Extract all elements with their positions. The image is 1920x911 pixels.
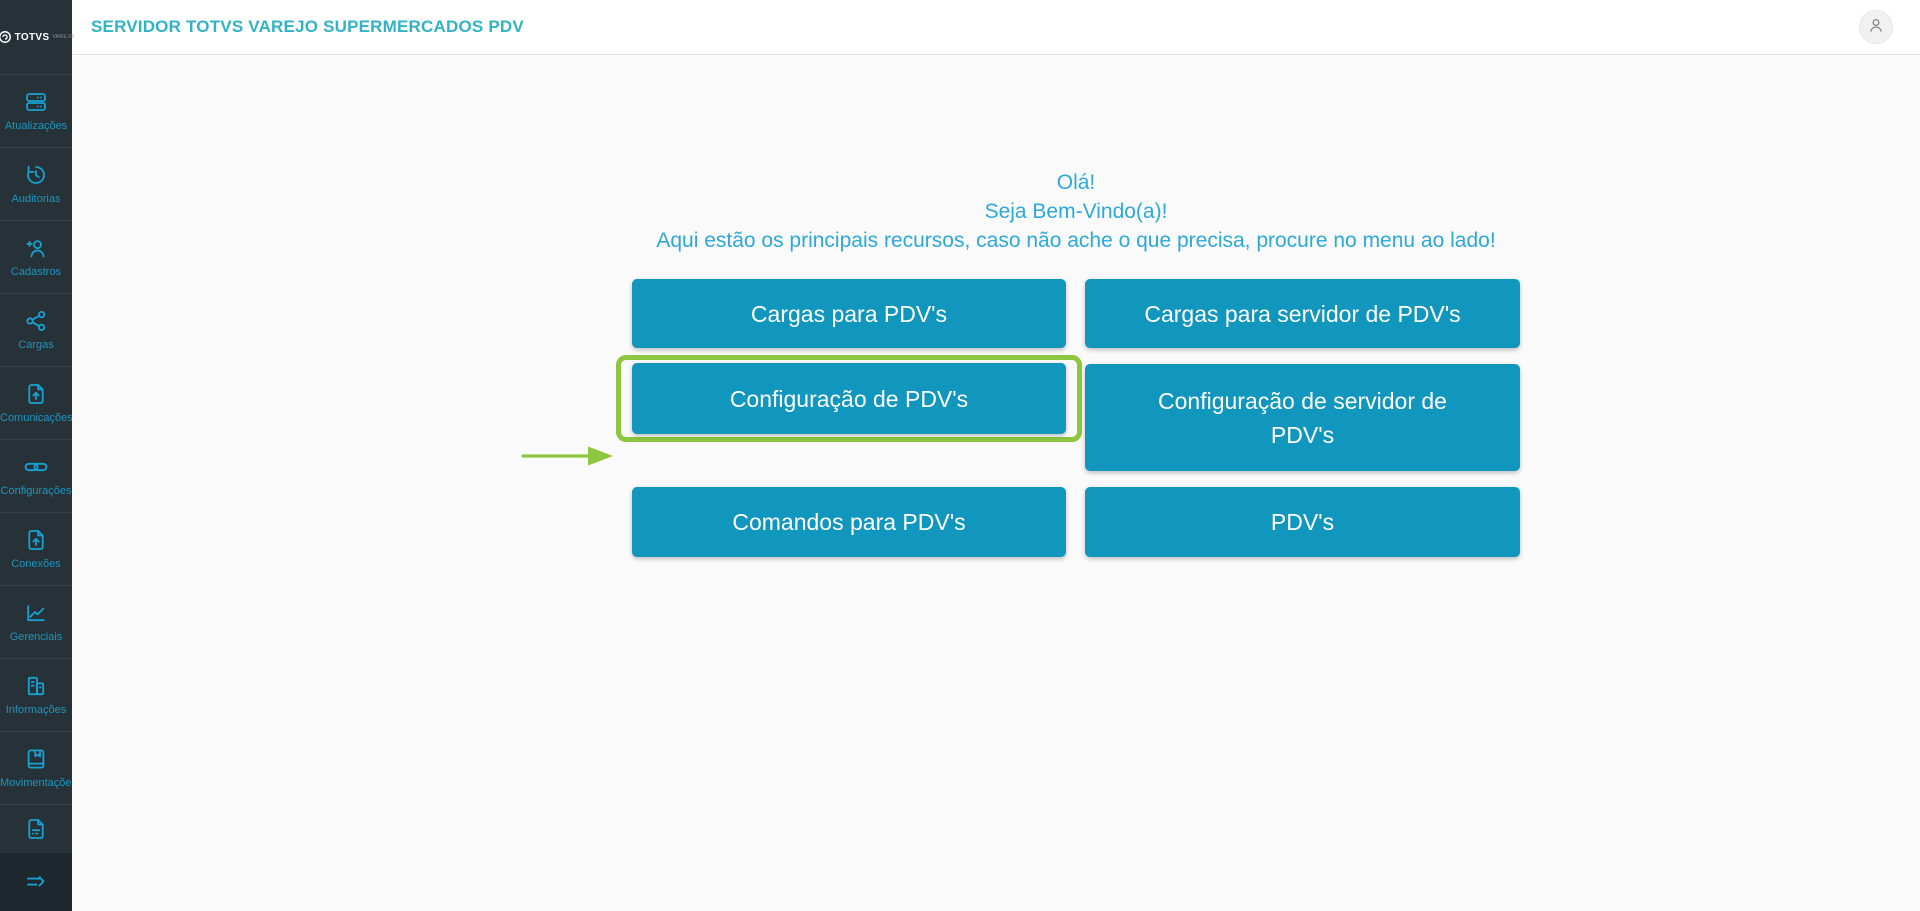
welcome-line-3: Aqui estão os principais recursos, caso … [656,229,1496,252]
totvs-logo-icon [0,30,12,44]
expand-menu-icon [23,870,49,894]
user-menu-button[interactable] [1859,10,1893,44]
building-icon [24,674,48,698]
sidebar-item-label: Comunicações [0,412,72,424]
highlight-frame: Configuração de PDV's [616,355,1082,442]
file-upload-icon [24,528,48,552]
sidebar-item-label: Gerenciais [9,631,63,643]
sidebar-item-informacoes[interactable]: Informações [0,659,72,732]
sidebar-item-movimentacoes[interactable]: Movimentações [0,732,72,805]
sidebar-item-comunicacoes[interactable]: Comunicações [0,367,72,440]
sidebar-expand-toggle[interactable] [0,853,72,911]
sidebar-item-configuracoes[interactable]: Configurações [0,440,72,513]
link-icon [23,455,49,479]
sidebar-item-label: Movimentações [0,777,72,789]
sidebar-item-label: Conexões [11,558,61,570]
sidebar-item-label: Informações [5,704,67,716]
welcome-message: Olá! Seja Bem-Vindo(a)! Aqui estão os pr… [152,168,1920,255]
person-icon [1866,15,1886,40]
sidebar-item-atualizacoes[interactable]: Atualizações [0,75,72,148]
main-content: Olá! Seja Bem-Vindo(a)! Aqui estão os pr… [72,55,1920,911]
sidebar-item-label: Cargas [18,339,54,351]
configuracao-de-pdvs-button[interactable]: Configuração de PDV's [632,363,1066,434]
comandos-para-pdvs-button[interactable]: Comandos para PDV's [632,487,1066,557]
page-title: SERVIDOR TOTVS VAREJO SUPERMERCADOS PDV [91,17,524,36]
sidebar-item-cargas[interactable]: Cargas [0,294,72,367]
highlighted-cell: Configuração de PDV's [616,355,1082,442]
sidebar-item-cadastros[interactable]: Cadastros [0,221,72,294]
person-add-icon [24,236,48,260]
sidebar-item-label: Cadastros [10,266,62,278]
sidebar-item-conexoes[interactable]: Conexões [0,513,72,586]
file-upload-icon [24,382,48,406]
totvs-logo-text: TOTVS [14,31,50,43]
header: SERVIDOR TOTVS VAREJO SUPERMERCADOS PDV [72,0,1920,55]
sidebar-item-label: Auditorias [11,193,61,205]
document-icon [24,817,48,841]
cargas-para-servidor-de-pdvs-button[interactable]: Cargas para servidor de PDV's [1085,279,1520,348]
totvs-logo-sub: VAREJO [52,34,75,40]
sidebar-item-label: Configurações [0,485,72,497]
shortcut-button-grid: Cargas para PDV's Cargas para servidor d… [616,279,1520,557]
configuracao-de-servidor-de-pdvs-button[interactable]: Configuração de servidor de PDV's [1085,364,1520,471]
cargas-para-pdvs-button[interactable]: Cargas para PDV's [632,279,1066,348]
sidebar-item-auditorias[interactable]: Auditorias [0,148,72,221]
sidebar-item-label: Atualizações [4,120,68,132]
welcome-line-1: Olá! [1056,171,1096,194]
book-icon [24,747,48,771]
share-icon [24,309,48,333]
welcome-line-2: Seja Bem-Vindo(a)! [984,200,1168,223]
sidebar: TOTVS VAREJO Atualizações Auditorias [0,0,75,911]
pdvs-button[interactable]: PDV's [1085,487,1520,557]
history-icon [24,163,48,187]
annotation-arrow-icon [521,446,613,466]
sidebar-item-document[interactable] [0,805,72,853]
server-icon [24,90,48,114]
sidebar-item-gerenciais[interactable]: Gerenciais [0,586,72,659]
totvs-logo: TOTVS VAREJO [0,0,75,75]
chart-icon [24,601,48,625]
